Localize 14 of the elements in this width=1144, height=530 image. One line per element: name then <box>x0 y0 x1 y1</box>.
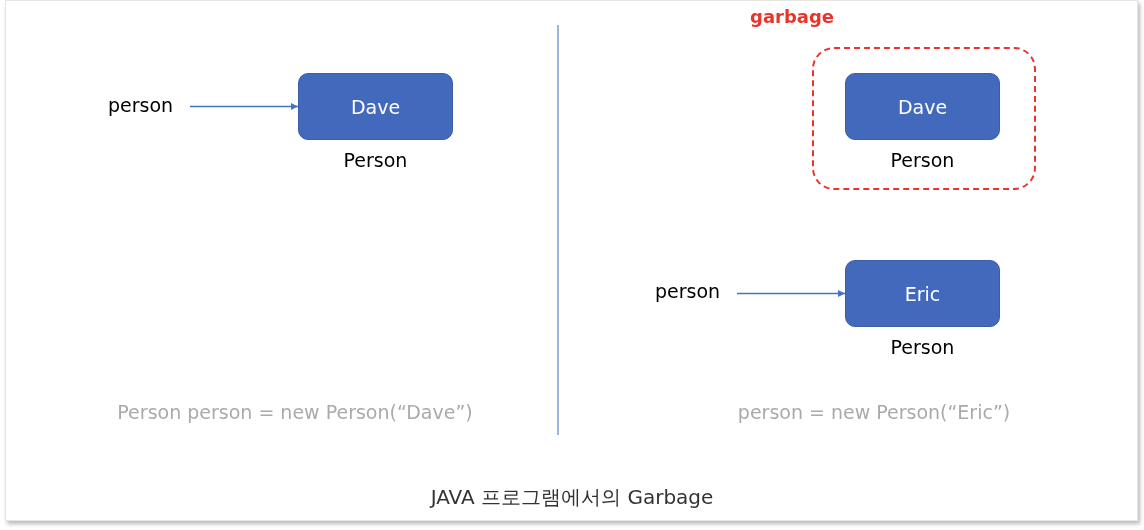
object-box: Dave <box>298 73 453 140</box>
variable-name: person <box>108 94 174 116</box>
variable-name: person <box>655 280 721 302</box>
caption: JAVA 프로그램에서의 Garbage <box>430 484 714 511</box>
group-heading: garbage <box>750 6 835 27</box>
object-box: Eric <box>845 260 1000 327</box>
type-label: Person <box>890 149 955 171</box>
code-line: Person person = new Person(“Dave”) <box>117 401 473 423</box>
arrow <box>736 290 846 297</box>
object-box: Dave <box>845 73 1000 140</box>
code-line: person = new Person(“Eric”) <box>737 401 1011 423</box>
type-label: Person <box>343 149 408 171</box>
arrow <box>189 103 299 110</box>
type-label: Person <box>890 336 955 358</box>
